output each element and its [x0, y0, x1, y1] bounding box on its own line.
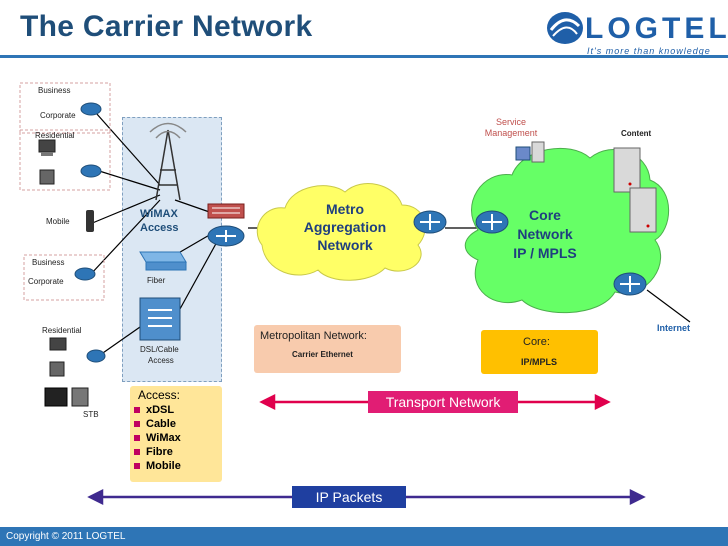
residential2-label: Residential [42, 326, 82, 335]
fiber-switch-icon [139, 251, 187, 271]
tv-icon [44, 387, 68, 407]
business-label: Business [38, 86, 71, 95]
core-cloud-label: Core Network IP / MPLS [490, 206, 600, 263]
core-router-icon [475, 210, 509, 234]
content-server-icon [613, 147, 657, 233]
stb-box-icon [71, 387, 89, 407]
mobile-phone-icon [86, 210, 94, 232]
service-management-icon [515, 141, 545, 163]
access-box-title: Access: [138, 388, 181, 402]
core-box-title: Core: [523, 336, 550, 348]
page-title: The Carrier Network [20, 10, 313, 43]
transport-network-label: Transport Network [368, 391, 518, 413]
corporate2-label: Corporate [28, 277, 64, 286]
business-router-icon [80, 102, 102, 116]
dsl-cable-label: DSL/Cable [140, 345, 179, 354]
stb-label: STB [83, 410, 99, 419]
core-line-2: Network [517, 226, 573, 242]
residential-phone-icon [39, 169, 55, 185]
mobile-label: Mobile [46, 217, 70, 226]
core-line-3: IP / MPLS [513, 245, 577, 261]
internet-label: Internet [657, 323, 691, 333]
residential2-pc-icon [49, 337, 67, 351]
business2-label: Business [32, 258, 65, 267]
dsl-cable-device-icon [139, 297, 181, 341]
corporate-label: Corporate [40, 111, 76, 120]
metro-cloud-label: Metro Aggregation Network [290, 200, 400, 254]
metro-box-sub: Carrier Ethernet [292, 350, 353, 359]
service-line-2: Management [484, 128, 538, 138]
access-item: xDSL [130, 403, 222, 417]
logtel-logo-icon [547, 12, 583, 44]
metropolitan-network-box: Metropolitan Network: Carrier Ethernet [254, 325, 401, 373]
dsl-access-label: Access [148, 356, 174, 365]
logo-text: LOGTEL [585, 12, 728, 45]
corporate-router-icon [74, 267, 96, 281]
core-box: Core: IP/MPLS [481, 330, 598, 374]
fiber-label: Fiber [147, 276, 166, 285]
access-item: WiMax [130, 431, 222, 445]
residential-label: Residential [35, 131, 75, 140]
access-item: Fibre [130, 445, 222, 459]
metro-line-1: Metro [325, 201, 365, 217]
wimax-access-label: Access [140, 222, 179, 234]
logo-tagline: It's more than knowledge [587, 46, 711, 56]
access-box: Access: xDSL Cable WiMax Fibre Mobile [130, 386, 222, 482]
copyright-text: Copyright © 2011 LOGTEL [6, 531, 126, 542]
access-item: Mobile [130, 459, 222, 473]
internet-router-icon [613, 272, 647, 296]
business-client-box [19, 82, 111, 134]
residential-pc-icon [38, 139, 56, 156]
access-item: Cable [130, 417, 222, 431]
access-list: xDSL Cable WiMax Fibre Mobile [130, 403, 222, 473]
metro-router-icon [413, 210, 447, 234]
header-divider [0, 55, 728, 58]
firewall-icon [207, 203, 245, 219]
metro-line-3: Network [317, 237, 373, 253]
wimax-tower-icon [149, 122, 187, 201]
metro-box-title: Metropolitan Network: [260, 330, 367, 342]
edge-router-icon [207, 225, 245, 247]
core-line-1: Core [529, 207, 561, 223]
residential-client-box [19, 129, 111, 191]
wimax-label: WiMAX [140, 208, 178, 220]
residential2-phone-icon [49, 361, 65, 377]
metro-line-2: Aggregation [303, 219, 387, 235]
service-management-label: Service Management [478, 117, 544, 139]
content-label: Content [621, 129, 652, 138]
residential-router-icon [80, 164, 102, 178]
service-line-1: Service [495, 117, 526, 127]
footer-bar [0, 527, 728, 546]
corporate-client-box [23, 254, 105, 301]
stb-router-icon [86, 349, 106, 363]
core-box-sub: IP/MPLS [521, 357, 558, 367]
ip-packets-label: IP Packets [292, 486, 406, 508]
